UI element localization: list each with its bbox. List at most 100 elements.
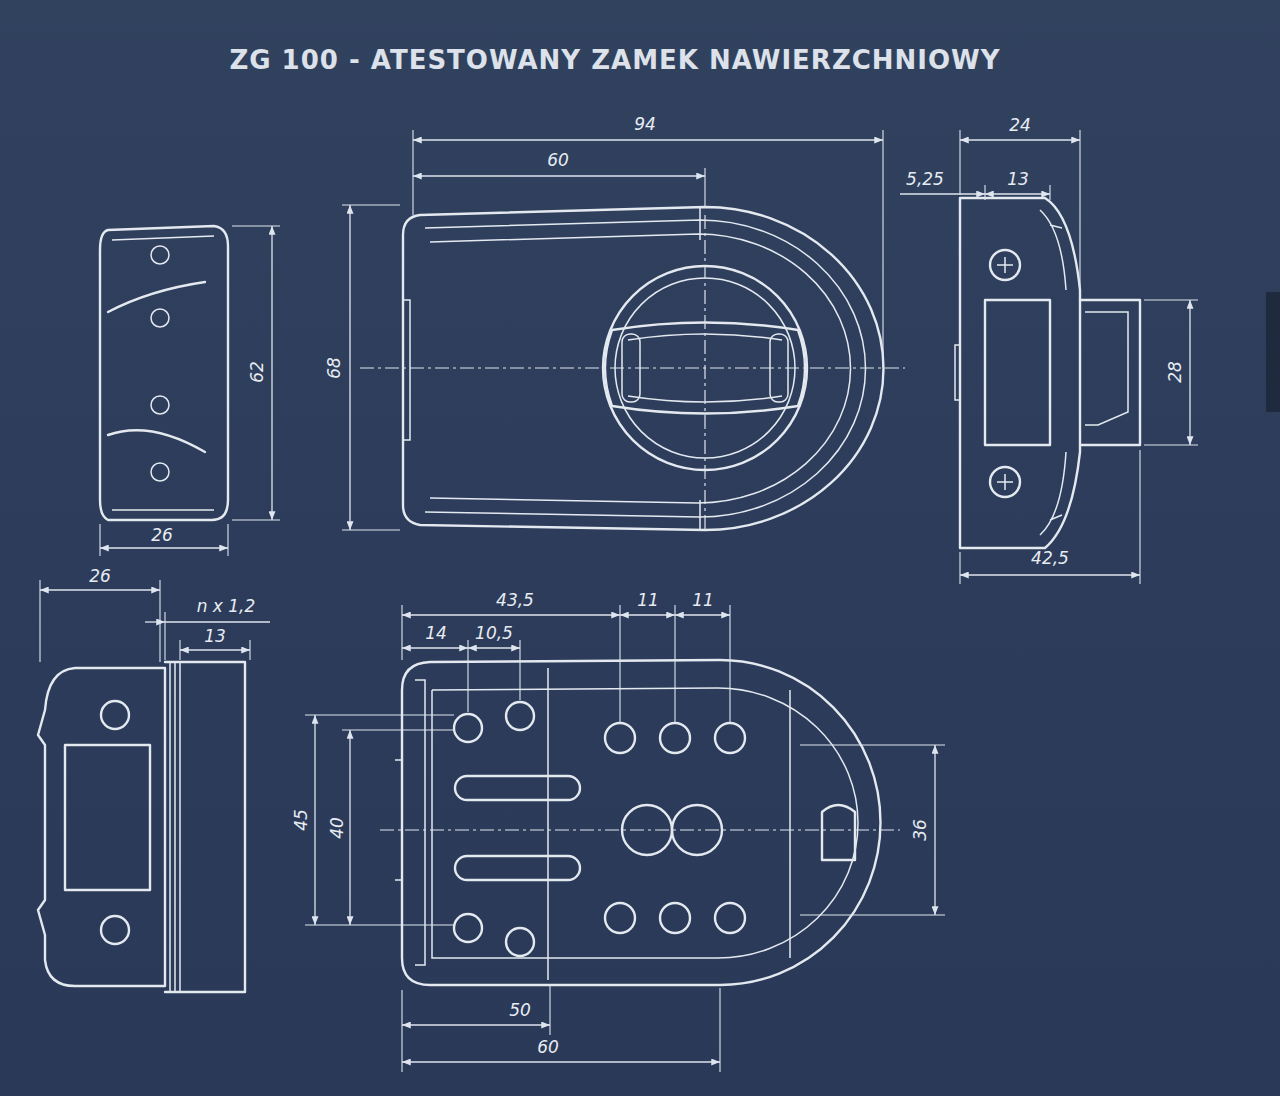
end-view xyxy=(900,130,1198,584)
hole xyxy=(506,928,534,956)
side-outline xyxy=(100,226,228,520)
dimension-line xyxy=(402,1024,550,1025)
hole xyxy=(454,914,482,942)
front-view xyxy=(342,130,905,530)
dimension-line xyxy=(100,547,228,548)
dimension-value: 13 xyxy=(202,627,228,646)
dimension-value: 60 xyxy=(545,151,571,170)
dimension-line xyxy=(675,614,730,615)
end-outline xyxy=(960,198,1080,548)
plate-window xyxy=(65,745,150,890)
hole xyxy=(151,463,169,481)
dimension-line xyxy=(960,139,1080,140)
dimension-line xyxy=(934,745,935,915)
hole xyxy=(454,714,482,742)
dimension-value: 68 xyxy=(325,355,344,381)
dimension-line xyxy=(468,647,520,648)
center-line xyxy=(360,367,905,368)
screw-cross xyxy=(997,257,1013,273)
extension-line xyxy=(100,226,280,556)
dimension-value: 94 xyxy=(632,115,658,134)
bolt-window xyxy=(985,300,1050,445)
hole xyxy=(605,723,635,753)
hole xyxy=(101,701,129,729)
plate-outline xyxy=(38,668,165,986)
dimension-line xyxy=(271,226,272,520)
dimension-value: 42,5 xyxy=(1029,549,1071,568)
screw-cross xyxy=(997,474,1013,490)
dimension-value: 62 xyxy=(248,359,267,385)
dimension-value: 11 xyxy=(690,591,716,610)
dimension-line xyxy=(413,139,883,140)
extension-line xyxy=(960,130,1198,584)
dimension-value: 11 xyxy=(635,591,661,610)
back-view xyxy=(305,605,945,1072)
dimension-value: 24 xyxy=(1007,116,1033,135)
hole xyxy=(605,903,635,933)
dimension-line xyxy=(413,175,705,176)
plate-body xyxy=(165,662,245,992)
spacer-plates xyxy=(170,662,180,992)
dimension-line xyxy=(180,649,250,650)
hole xyxy=(151,309,169,327)
dimension-value: 26 xyxy=(149,526,175,545)
drawing-title: ZG 100 - ATESTOWANY ZAMEK NAWIERZCHNIOWY xyxy=(229,45,1000,75)
dimension-value: 14 xyxy=(423,624,449,643)
hole xyxy=(660,903,690,933)
dimension-value: 10,5 xyxy=(473,624,515,643)
end-tab xyxy=(955,345,960,400)
side-view xyxy=(100,226,280,556)
dimension-line xyxy=(40,589,160,590)
dimension-line xyxy=(165,621,270,622)
back-edge xyxy=(395,680,425,965)
hole xyxy=(715,903,745,933)
dimension-line xyxy=(402,1061,720,1062)
back-edge xyxy=(432,688,858,958)
dimension-line xyxy=(985,193,1050,194)
slot xyxy=(455,776,580,800)
dimension-value: 36 xyxy=(911,817,930,843)
hole xyxy=(151,246,169,264)
knob-profile xyxy=(1080,300,1140,445)
back-notch xyxy=(822,805,855,860)
hole xyxy=(715,723,745,753)
hole xyxy=(151,396,169,414)
dimension-value: 28 xyxy=(1166,359,1185,385)
box-edge xyxy=(1266,292,1280,412)
dimension-line xyxy=(314,715,315,925)
dimension-line xyxy=(145,621,165,622)
dimension-value: n x 1,2 xyxy=(195,597,258,616)
extension-line xyxy=(305,715,945,925)
dimension-line xyxy=(402,614,620,615)
dimension-line xyxy=(900,193,985,194)
knob-profile xyxy=(1085,312,1128,425)
front-tab xyxy=(403,300,410,440)
dimension-value: 40 xyxy=(328,815,347,841)
dimension-line xyxy=(960,574,1140,575)
dimension-value: 43,5 xyxy=(494,591,536,610)
dimension-value: 60 xyxy=(535,1038,561,1057)
dimension-line xyxy=(1189,300,1190,445)
screw xyxy=(990,467,1020,497)
screw xyxy=(990,250,1020,280)
dimension-value: 50 xyxy=(507,1001,533,1020)
dimension-line xyxy=(349,205,350,530)
extension-line xyxy=(342,130,883,530)
hole xyxy=(506,702,534,730)
dimension-line xyxy=(620,614,675,615)
extension-line xyxy=(402,985,720,1072)
dimension-value: 5,25 xyxy=(904,170,946,189)
dimension-line xyxy=(349,730,350,925)
front-seam xyxy=(699,208,701,530)
end-edge xyxy=(1040,210,1066,535)
dimension-value: 26 xyxy=(87,567,113,586)
hole xyxy=(660,723,690,753)
back-outline xyxy=(402,660,880,985)
center-line xyxy=(380,829,900,830)
extension-line xyxy=(40,580,250,662)
side-ribs xyxy=(108,282,205,452)
plate-view xyxy=(38,580,270,992)
center-line xyxy=(704,215,705,530)
